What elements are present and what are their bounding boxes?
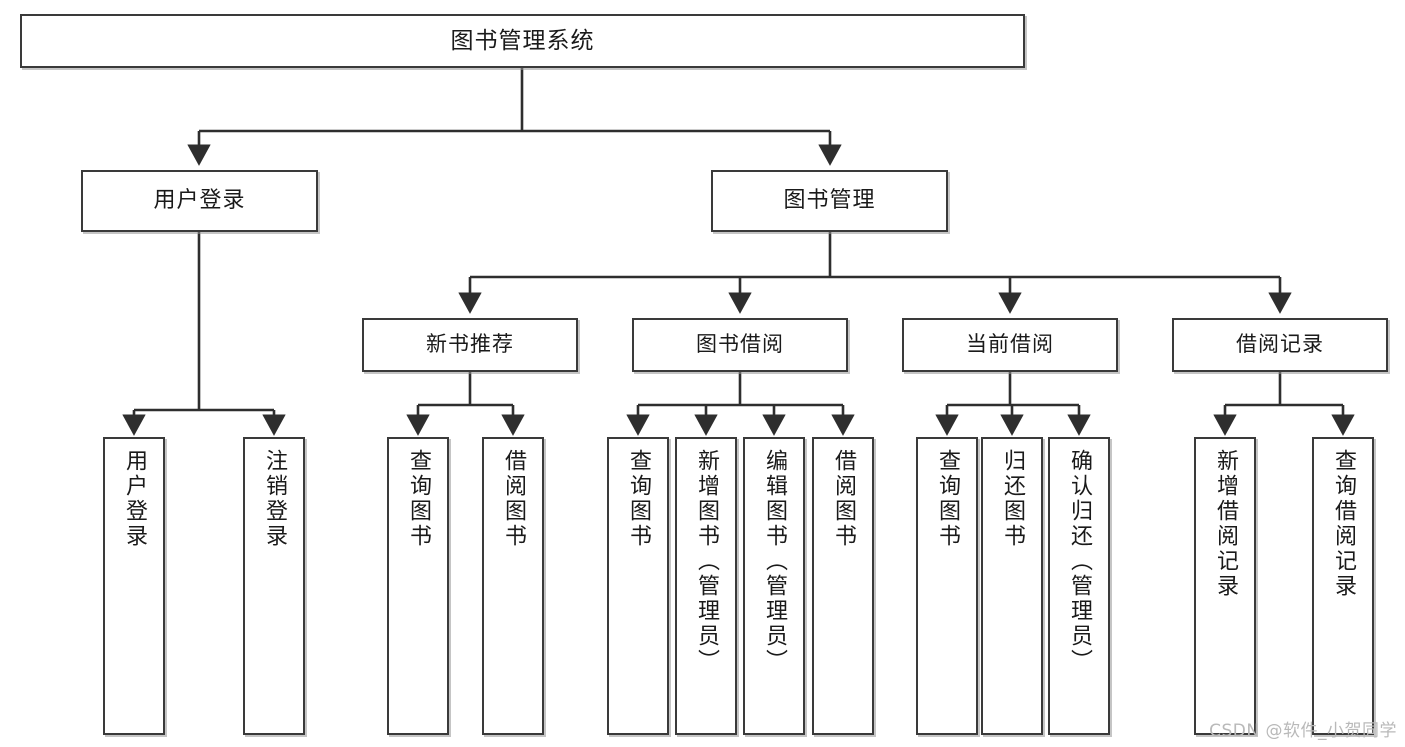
leaf-label: 查询图书 xyxy=(626,449,651,549)
node-new-book-recommend[interactable]: 新书推荐 xyxy=(362,318,578,372)
leaf-new-book-query[interactable]: 查询图书 xyxy=(387,437,449,735)
node-book-management-label: 图书管理 xyxy=(783,187,876,213)
node-book-management[interactable]: 图书管理 xyxy=(711,170,948,232)
leaf-user-login-logout[interactable]: 注销登录 xyxy=(243,437,305,735)
leaf-label: 借阅图书 xyxy=(501,449,526,549)
leaf-borrow-add-book[interactable]: 新增图书（管理员） xyxy=(675,437,737,735)
node-root[interactable]: 图书管理系统 xyxy=(20,14,1025,68)
leaf-label: 新增图书（管理员） xyxy=(694,449,719,674)
leaf-label: 用户登录 xyxy=(122,449,147,549)
node-borrow-records-label: 借阅记录 xyxy=(1236,332,1324,357)
node-new-book-recommend-label: 新书推荐 xyxy=(426,332,514,357)
leaf-current-confirm-return[interactable]: 确认归还（管理员） xyxy=(1048,437,1110,735)
watermark: CSDN @软件_小贺同学 xyxy=(1209,721,1397,741)
node-book-borrow[interactable]: 图书借阅 xyxy=(632,318,848,372)
node-user-login-label: 用户登录 xyxy=(153,187,246,213)
leaf-records-query[interactable]: 查询借阅记录 xyxy=(1312,437,1374,735)
leaf-label: 查询借阅记录 xyxy=(1331,449,1356,599)
node-current-borrow[interactable]: 当前借阅 xyxy=(902,318,1118,372)
leaf-current-query-book[interactable]: 查询图书 xyxy=(916,437,978,735)
node-user-login[interactable]: 用户登录 xyxy=(81,170,318,232)
node-current-borrow-label: 当前借阅 xyxy=(966,332,1054,357)
node-root-label: 图书管理系统 xyxy=(450,27,595,54)
node-borrow-records[interactable]: 借阅记录 xyxy=(1172,318,1388,372)
leaf-label: 编辑图书（管理员） xyxy=(762,449,787,674)
leaf-records-add[interactable]: 新增借阅记录 xyxy=(1194,437,1256,735)
leaf-borrow-edit-book[interactable]: 编辑图书（管理员） xyxy=(743,437,805,735)
leaf-borrow-borrow-book[interactable]: 借阅图书 xyxy=(812,437,874,735)
leaf-label: 注销登录 xyxy=(262,449,287,549)
leaf-label: 借阅图书 xyxy=(831,449,856,549)
leaf-label: 查询图书 xyxy=(406,449,431,549)
leaf-user-login-login[interactable]: 用户登录 xyxy=(103,437,165,735)
leaf-borrow-query-book[interactable]: 查询图书 xyxy=(607,437,669,735)
leaf-new-book-borrow[interactable]: 借阅图书 xyxy=(482,437,544,735)
leaf-current-return-book[interactable]: 归还图书 xyxy=(981,437,1043,735)
node-book-borrow-label: 图书借阅 xyxy=(696,332,784,357)
leaf-label: 新增借阅记录 xyxy=(1213,449,1238,599)
leaf-label: 确认归还（管理员） xyxy=(1067,449,1092,674)
leaf-label: 归还图书 xyxy=(1000,449,1025,549)
leaf-label: 查询图书 xyxy=(935,449,960,549)
